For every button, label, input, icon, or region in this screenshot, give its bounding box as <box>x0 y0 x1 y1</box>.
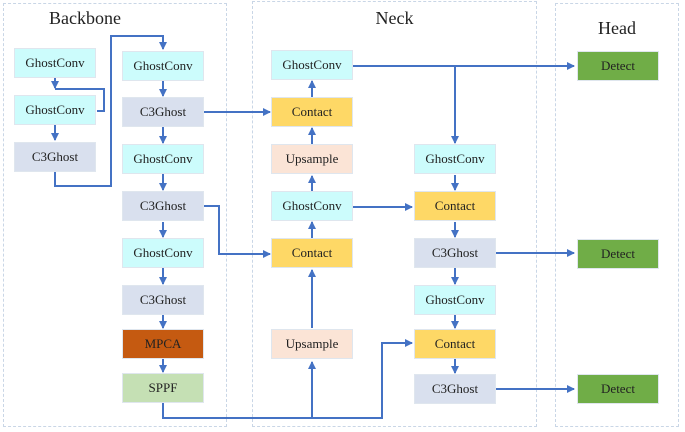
head-detect-1: Detect <box>577 51 659 81</box>
neck-upsample-2: Upsample <box>271 329 353 359</box>
neck-c3ghost-1: C3Ghost <box>414 238 496 268</box>
head-title: Head <box>598 18 636 38</box>
neck-upsample-1: Upsample <box>271 144 353 174</box>
backbone-panel: Backbone <box>3 3 227 427</box>
arrow <box>162 339 413 419</box>
backbone-mpca: MPCA <box>122 329 204 359</box>
neck-contact-3: Contact <box>414 191 496 221</box>
neck-ghostconv-2: GhostConv <box>271 191 353 221</box>
neck-contact-1: Contact <box>271 97 353 127</box>
head-detect-2: Detect <box>577 239 659 269</box>
backbone-c3ghost-4: C3Ghost <box>122 285 204 315</box>
neck-ghostconv-4: GhostConv <box>414 285 496 315</box>
backbone-title: Backbone <box>49 8 121 28</box>
backbone-sppf: SPPF <box>122 373 204 403</box>
backbone-c3ghost-3: C3Ghost <box>122 191 204 221</box>
backbone-c3ghost-1: C3Ghost <box>14 142 96 172</box>
neck-c3ghost-2: C3Ghost <box>414 374 496 404</box>
neck-title: Neck <box>375 8 414 28</box>
neck-ghostconv-3: GhostConv <box>414 144 496 174</box>
neck-panel: Neck <box>252 1 537 427</box>
backbone-ghostconv-3: GhostConv <box>122 51 204 81</box>
backbone-ghostconv-1: GhostConv <box>14 48 96 78</box>
neck-contact-4: Contact <box>414 329 496 359</box>
backbone-ghostconv-4: GhostConv <box>122 144 204 174</box>
head-detect-3: Detect <box>577 374 659 404</box>
backbone-ghostconv-2: GhostConv <box>14 95 96 125</box>
arrow <box>55 88 105 112</box>
neck-ghostconv-1: GhostConv <box>271 50 353 80</box>
backbone-ghostconv-5: GhostConv <box>122 238 204 268</box>
arrow <box>204 205 271 258</box>
arrow <box>54 35 167 187</box>
backbone-c3ghost-2: C3Ghost <box>122 97 204 127</box>
neck-contact-2: Contact <box>271 238 353 268</box>
head-panel: Head <box>555 3 679 427</box>
